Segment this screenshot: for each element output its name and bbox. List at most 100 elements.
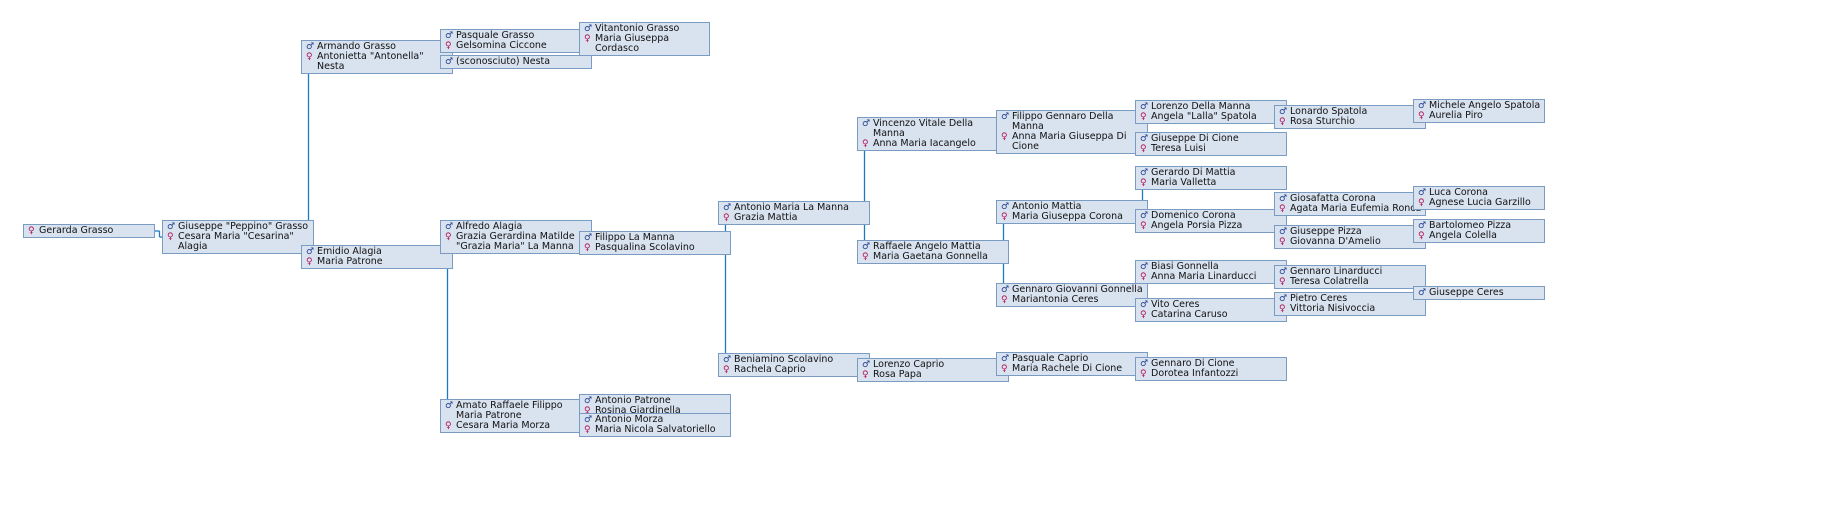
person-row: ♂Antonio Morza: [584, 414, 727, 426]
person-row: ♀ Maria Valletta: [1140, 177, 1283, 189]
family-box[interactable]: ♂Giuseppe Pizza♀Giovanna D'Amelio: [1274, 225, 1426, 249]
family-box[interactable]: ♂Vincenzo Vitale Della Manna♀Anna Maria …: [857, 117, 1009, 151]
female-symbol-icon: ♀: [1140, 112, 1147, 122]
family-box[interactable]: ♂Alfredo Alagia♀Grazia Gerardina Matilde…: [440, 220, 592, 254]
male-symbol-icon: ♂: [1279, 267, 1288, 277]
person-row: ♀Grazia Gerardina Matilde "Grazia Maria"…: [445, 232, 588, 252]
female-symbol-icon: ♀: [1140, 178, 1147, 188]
female-symbol-icon: ♀: [723, 365, 730, 375]
family-box[interactable]: ♂Giuseppe Di Cione♀Teresa Luisi: [1135, 132, 1287, 156]
person-name: Raffaele Angelo Mattia: [873, 241, 981, 252]
person-row: ♀Cesara Maria Morza: [445, 421, 588, 432]
family-box[interactable]: ♂Lorenzo Della Manna♀Angela "Lalla" Spat…: [1135, 100, 1287, 124]
person-name: Lorenzo Della Manna: [1151, 101, 1251, 112]
family-box[interactable]: ♂Domenico Corona♀Angela Porsia Pizza: [1135, 209, 1287, 233]
person-row: ♂Gennaro Giovanni Gonnella: [1001, 285, 1144, 296]
female-symbol-icon: ♀: [445, 421, 452, 431]
family-box[interactable]: ♂Giosafatta Corona♀Agata Maria Eufemia R…: [1274, 192, 1426, 216]
person-name: Teresa Luisi: [1151, 143, 1206, 154]
male-symbol-icon: ♂: [862, 360, 871, 370]
female-symbol-icon: ♀: [1418, 198, 1425, 208]
person-row: ♀Maria Rachele Di Cione: [1001, 364, 1144, 375]
female-symbol-icon: ♀: [723, 213, 730, 223]
family-box[interactable]: ♂Beniamino Scolavino♀Rachela Caprio: [718, 353, 870, 377]
person-name: Rosa Sturchio: [1290, 116, 1355, 127]
female-symbol-icon: ♀: [28, 226, 35, 236]
family-box[interactable]: ♂Amato Raffaele Filippo Maria Patrone♀Ce…: [440, 399, 592, 433]
person-row: ♀ Angela Colella: [1418, 230, 1541, 242]
person-name: Bartolomeo Pizza: [1429, 220, 1512, 231]
person-row: ♂Filippo La Manna: [584, 233, 727, 244]
person-row: ♀Anna Maria Giuseppa Di Cione: [1001, 132, 1144, 152]
person-row: ♂Amato Raffaele Filippo Maria Patrone: [445, 401, 588, 421]
female-symbol-icon: ♀: [1418, 231, 1425, 241]
person-name: Domenico Corona: [1151, 210, 1236, 221]
family-box[interactable]: ♂(sconosciuto) Nesta: [440, 55, 592, 69]
male-symbol-icon: ♂: [1001, 285, 1010, 295]
family-box[interactable]: ♂Pasquale Grasso♀Gelsomina Ciccone: [440, 29, 592, 53]
male-symbol-icon: ♂: [1418, 221, 1427, 231]
person-name: Gennaro Linarducci: [1290, 266, 1383, 277]
family-box[interactable]: ♀Gerarda Grasso: [23, 224, 155, 238]
family-box[interactable]: ♂Filippo La Manna♀Pasqualina Scolavino: [579, 231, 731, 255]
person-name: Pietro Ceres: [1290, 293, 1348, 304]
person-row: ♂Giuseppe Ceres: [1418, 288, 1541, 299]
family-box[interactable]: ♂Biasi Gonnella♀Anna Maria Linarducci: [1135, 260, 1287, 284]
person-name: Maria Giuseppa Cordasco: [595, 33, 670, 54]
female-symbol-icon: ♀: [1279, 277, 1286, 287]
person-name: Angela Colella: [1429, 230, 1497, 241]
male-symbol-icon: ♂: [445, 222, 454, 232]
family-box[interactable]: ♂Gennaro Giovanni Gonnella♀Mariantonia C…: [996, 283, 1148, 307]
male-symbol-icon: ♂: [584, 233, 593, 243]
family-box[interactable]: ♂Raffaele Angelo Mattia♀Maria Gaetana Go…: [857, 240, 1009, 264]
person-name: Pasquale Caprio: [1012, 353, 1089, 364]
person-row: ♂Gerardo Di Mattia: [1140, 167, 1283, 179]
family-box[interactable]: ♂Pasquale Caprio♀Maria Rachele Di Cione: [996, 352, 1148, 376]
male-symbol-icon: ♂: [723, 203, 732, 213]
male-symbol-icon: ♂: [1140, 134, 1149, 144]
female-symbol-icon: ♀: [306, 52, 313, 62]
person-name: Maria Valletta: [1151, 177, 1217, 188]
family-box[interactable]: ♂Luca Corona♀Agnese Lucia Garzillo: [1413, 186, 1545, 210]
person-name: (sconosciuto) Nesta: [456, 56, 551, 67]
family-box[interactable]: ♂Antonio Mattia♀Maria Giuseppa Corona: [996, 200, 1148, 224]
family-box[interactable]: ♂Lorenzo Caprio♀Rosa Papa: [857, 358, 1009, 382]
female-symbol-icon: ♀: [1140, 310, 1147, 320]
person-name: Antonio Patrone: [595, 395, 671, 406]
family-box[interactable]: ♂Gerardo Di Mattia♀ Maria Valletta: [1135, 166, 1287, 190]
family-box[interactable]: ♂Vitantonio Grasso♀Maria Giuseppa Cordas…: [579, 22, 710, 56]
family-box[interactable]: ♂Filippo Gennaro Della Manna♀Anna Maria …: [996, 110, 1148, 154]
family-box[interactable]: ♂Armando Grasso♀Antonietta "Antonella" N…: [301, 40, 453, 74]
person-row: ♀Agata Maria Eufemia Ronca: [1279, 204, 1422, 215]
family-box[interactable]: ♂Pietro Ceres♀Vittoria Nisivoccia: [1274, 292, 1426, 316]
family-box[interactable]: ♂Antonio Maria La Manna♀Grazia Mattia: [718, 201, 870, 225]
person-name: Gerardo Di Mattia: [1151, 167, 1236, 178]
person-row: ♂Emidio Alagia: [306, 247, 449, 258]
person-name: Maria Nicola Salvatoriello: [595, 424, 716, 435]
family-box[interactable]: ♂Lonardo Spatola♀Rosa Sturchio: [1274, 105, 1426, 129]
person-row: ♂Domenico Corona: [1140, 210, 1283, 222]
family-box[interactable]: ♂Gennaro Di Cione♀Dorotea Infantozzi: [1135, 357, 1287, 381]
person-name: Antonio Morza: [595, 414, 664, 425]
family-box[interactable]: ♂Giuseppe Ceres: [1413, 286, 1545, 300]
person-row: ♀Pasqualina Scolavino: [584, 243, 727, 254]
person-name: Mariantonia Ceres: [1012, 294, 1099, 305]
person-name: Vito Ceres: [1151, 299, 1200, 310]
family-box[interactable]: ♂Emidio Alagia♀Maria Patrone: [301, 245, 453, 269]
person-name: Vittoria Nisivoccia: [1290, 303, 1376, 314]
person-name: Dorotea Infantozzi: [1151, 368, 1239, 379]
person-name: Cesara Maria "Cesarina" Alagia: [178, 231, 294, 252]
person-name: Alfredo Alagia: [456, 221, 523, 232]
family-box[interactable]: ♂Michele Angelo Spatola♀Aurelia Piro: [1413, 99, 1545, 123]
female-symbol-icon: ♀: [862, 139, 869, 149]
person-row: ♂Armando Grasso: [306, 42, 449, 53]
male-symbol-icon: ♂: [306, 247, 315, 257]
person-name: Angela Porsia Pizza: [1151, 220, 1243, 231]
male-symbol-icon: ♂: [1001, 354, 1010, 364]
family-box[interactable]: ♂Antonio Morza♀Maria Nicola Salvatoriell…: [579, 413, 731, 437]
family-box[interactable]: ♂Gennaro Linarducci♀Teresa Colatrella: [1274, 265, 1426, 289]
family-box[interactable]: ♂Vito Ceres♀Catarina Caruso: [1135, 298, 1287, 322]
family-box[interactable]: ♂Giuseppe "Peppino" Grasso♀Cesara Maria …: [162, 220, 314, 254]
family-box[interactable]: ♂Bartolomeo Pizza ♀ Angela Colella: [1413, 219, 1545, 243]
